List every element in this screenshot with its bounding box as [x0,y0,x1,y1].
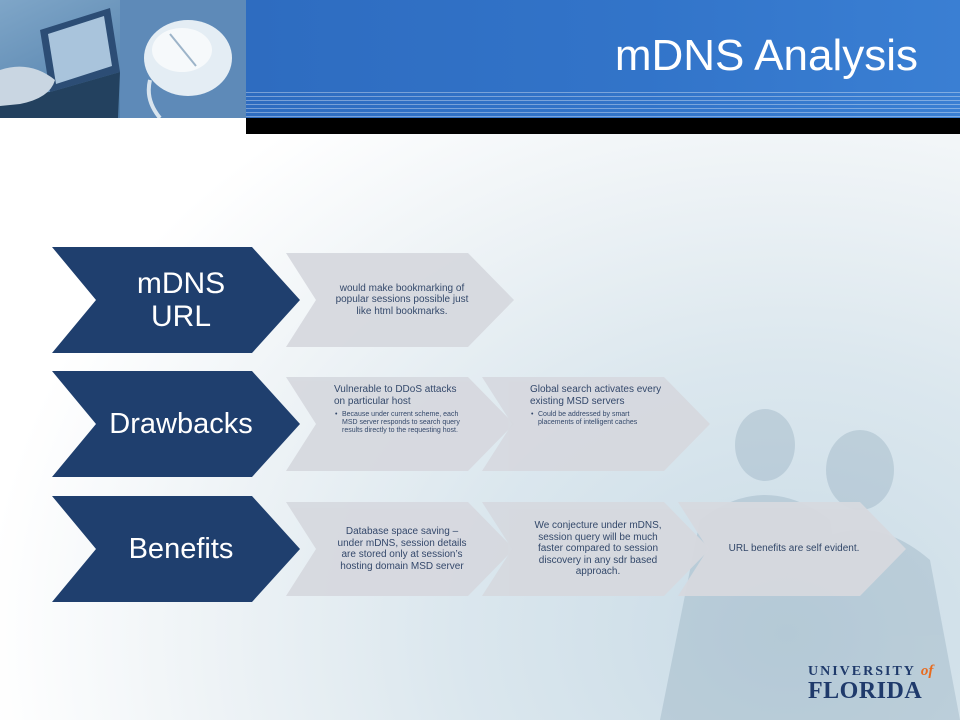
chevron-subpoint: Because under current scheme, each MSD s… [334,411,470,435]
header-divider [246,118,960,134]
header-stripes [246,92,960,118]
logo-top-line: UNIVERSITY of [808,663,948,680]
chevron-item: URL benefits are self evident. [678,502,906,596]
chevron-item: would make bookmarking of popular sessio… [286,253,514,347]
logo-of-text: of [920,663,934,679]
header-band [246,0,960,118]
logo-florida-text: FLORIDA [808,678,923,704]
chevron-text: would make bookmarking of popular sessio… [335,282,469,317]
chevron-text: We conjecture under mDNS, session query … [534,520,662,578]
chevron-text: URL benefits are self evident. [728,543,860,555]
chevron-text: Database space saving – under mDNS, sess… [337,526,467,572]
chevron-item: Vulnerable to DDoS attacks on particular… [286,377,514,471]
header-photo-laptop-mouse [0,0,246,118]
chevron-text: Global search activates every existing M… [530,384,662,407]
chevron-text: Vulnerable to DDoS attacks on particular… [334,384,457,407]
chevron-subpoint: Could be addressed by smart placements o… [530,411,666,427]
chevron-item: Global search activates every existing M… [482,377,710,471]
row-label-text: mDNS URL [136,267,226,333]
row-label-text: Drawbacks [109,407,253,440]
slide-title: mDNS Analysis [614,31,918,80]
logo-university-text: UNIVERSITY [808,664,916,679]
chevron-item: Database space saving – under mDNS, sess… [286,502,514,596]
university-of-florida-logo: UNIVERSITY of FLORIDA [808,663,948,705]
row-label-text: Benefits [128,532,234,565]
chevron-item: We conjecture under mDNS, session query … [482,502,710,596]
